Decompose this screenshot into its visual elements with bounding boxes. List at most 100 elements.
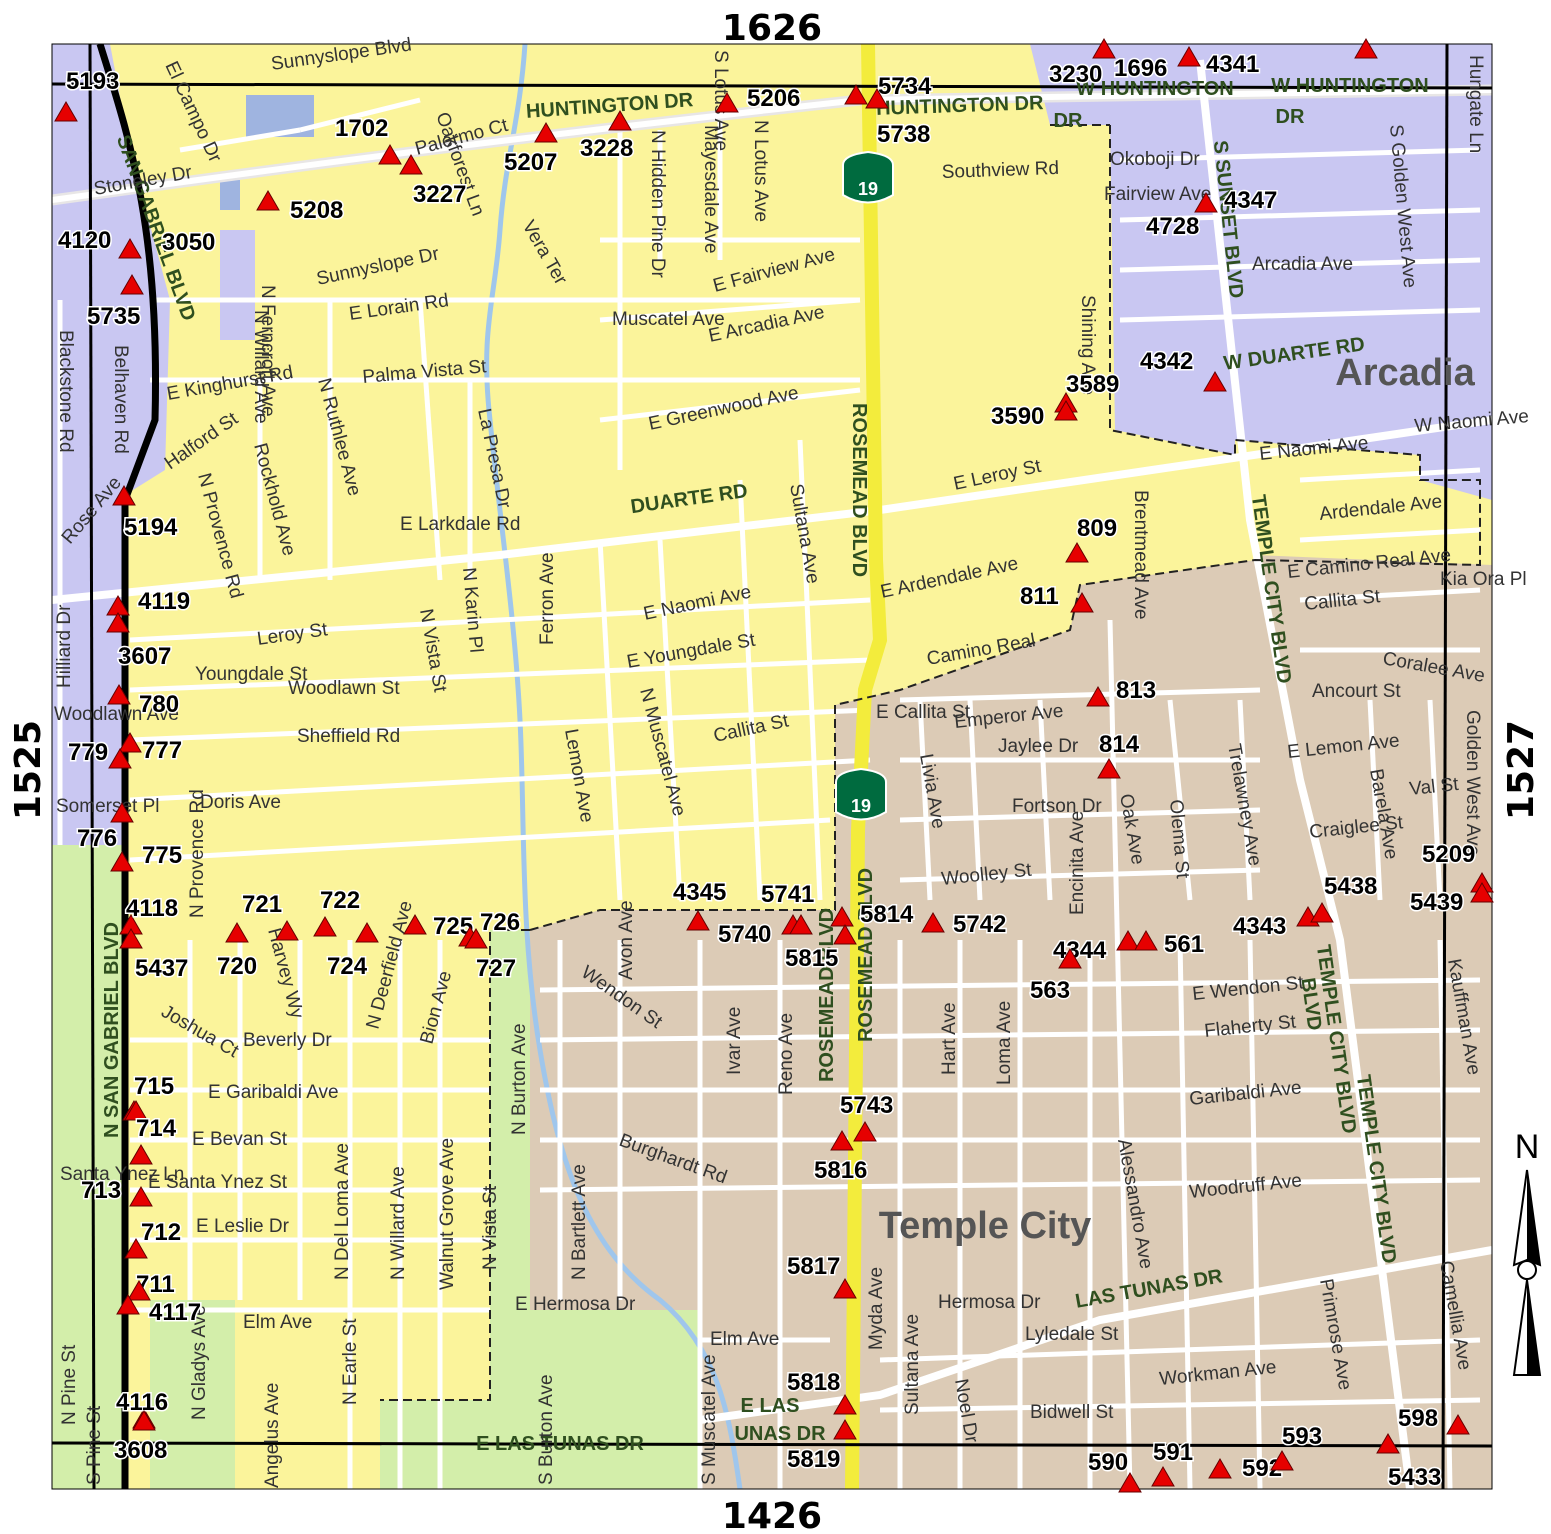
marker-label: 4117 (149, 1299, 201, 1326)
marker-triangle-icon[interactable] (256, 190, 280, 211)
marker-triangle-icon[interactable] (403, 914, 427, 935)
marker-triangle-icon[interactable] (110, 802, 134, 823)
street-label: Ferron Ave (537, 552, 558, 645)
street-label: Muscatel Ave (612, 309, 725, 330)
marker-triangle-icon[interactable] (129, 1144, 153, 1165)
map-border (51, 43, 1493, 1490)
marker-triangle-icon[interactable] (1092, 38, 1116, 59)
marker-triangle-icon[interactable] (54, 101, 78, 122)
marker-triangle-icon[interactable] (313, 916, 337, 937)
marker-triangle-icon[interactable] (112, 485, 136, 506)
street-label: N Hidden Pine Dr (647, 130, 668, 279)
street-label: N Lotus Ave (750, 120, 771, 222)
marker-triangle-icon[interactable] (853, 1121, 877, 1142)
marker-triangle-icon[interactable] (1310, 902, 1334, 923)
marker-label: 721 (242, 891, 282, 918)
marker-triangle-icon[interactable] (106, 612, 130, 633)
street-label: Encinita Ave (1067, 811, 1088, 915)
marker-label: 813 (1116, 677, 1156, 704)
marker-triangle-icon[interactable] (1134, 930, 1158, 951)
marker-label: 5817 (787, 1253, 840, 1280)
marker-triangle-icon[interactable] (108, 748, 132, 769)
marker-triangle-icon[interactable] (124, 1100, 148, 1121)
street-label: Brentmead Ave (1130, 490, 1151, 620)
marker-label: 5742 (953, 911, 1006, 938)
marker-triangle-icon[interactable] (275, 920, 299, 941)
marker-triangle-icon[interactable] (1203, 371, 1227, 392)
marker-triangle-icon[interactable] (119, 928, 143, 949)
street-label: E Callita St (876, 702, 971, 723)
marker-label: 5738 (877, 121, 930, 148)
marker-label: 4116 (116, 1389, 168, 1416)
marker-triangle-icon[interactable] (464, 928, 488, 949)
highway-shield-south: 19 (835, 767, 887, 821)
marker-triangle-icon[interactable] (833, 1419, 857, 1440)
marker-triangle-icon[interactable] (865, 88, 889, 109)
marker-triangle-icon[interactable] (1065, 542, 1089, 563)
marker-label: 5209 (1422, 841, 1475, 868)
marker-triangle-icon[interactable] (1086, 686, 1110, 707)
marker-triangle-icon[interactable] (399, 154, 423, 175)
rosemead-highway (845, 44, 888, 1489)
marker-triangle-icon[interactable] (1194, 192, 1218, 213)
marker-triangle-icon[interactable] (1208, 1458, 1232, 1479)
marker-label: 3607 (118, 643, 171, 670)
marker-triangle-icon[interactable] (118, 732, 142, 753)
marker-triangle-icon[interactable] (830, 906, 854, 927)
marker-triangle-icon[interactable] (833, 924, 857, 945)
marker-triangle-icon[interactable] (225, 922, 249, 943)
marker-label: 5194 (124, 514, 178, 541)
marker-triangle-icon[interactable] (1376, 1433, 1400, 1454)
marker-triangle-icon[interactable] (378, 144, 402, 165)
marker-triangle-icon[interactable] (833, 1278, 857, 1299)
marker-triangle-icon[interactable] (830, 1130, 854, 1151)
marker-triangle-icon[interactable] (534, 122, 558, 143)
marker-triangle-icon[interactable] (127, 1280, 151, 1301)
street-label: Ivar Ave (724, 1007, 745, 1075)
marker-triangle-icon[interactable] (1070, 592, 1094, 613)
marker-label: 590 (1088, 1449, 1128, 1476)
marker-triangle-icon[interactable] (1097, 758, 1121, 779)
marker-triangle-icon[interactable] (844, 84, 868, 105)
street-label: S Pine St (84, 1405, 105, 1485)
marker-label: 3589 (1066, 371, 1119, 398)
marker-triangle-icon[interactable] (833, 1394, 857, 1415)
marker-triangle-icon[interactable] (686, 910, 710, 931)
marker-triangle-icon[interactable] (118, 238, 142, 259)
marker-triangle-icon[interactable] (921, 912, 945, 933)
marker-label: 777 (142, 737, 182, 764)
marker-triangle-icon[interactable] (1151, 1466, 1175, 1487)
marker-triangle-icon[interactable] (129, 1186, 153, 1207)
street-label: Hermosa Dr (938, 1292, 1041, 1313)
marker-label: 4343 (1233, 913, 1286, 940)
marker-triangle-icon[interactable] (124, 1238, 148, 1259)
marker-triangle-icon[interactable] (1177, 46, 1201, 67)
major-roads (52, 44, 1492, 1489)
marker-triangle-icon[interactable] (1118, 1472, 1142, 1493)
marker-triangle-icon[interactable] (355, 922, 379, 943)
marker-triangle-icon[interactable] (1054, 400, 1078, 421)
marker-triangle-icon[interactable] (132, 1410, 156, 1431)
street-label: Val St (1408, 774, 1460, 800)
marker-triangle-icon[interactable] (1470, 882, 1494, 903)
marker-label: 3050 (162, 229, 215, 256)
street-label: E Hermosa Dr (515, 1294, 636, 1315)
marker-triangle-icon[interactable] (107, 684, 131, 705)
marker-label: 5193 (66, 68, 119, 95)
marker-label: 724 (327, 953, 368, 980)
marker-triangle-icon[interactable] (1354, 38, 1378, 59)
marker-triangle-icon[interactable] (1058, 948, 1082, 969)
marker-triangle-icon[interactable] (715, 92, 739, 113)
street-label: N Provence Rd (187, 789, 208, 918)
marker-label: 5818 (787, 1369, 840, 1396)
marker-triangle-icon[interactable] (1446, 1414, 1470, 1435)
marker-triangle-icon[interactable] (1270, 1450, 1294, 1471)
marker-triangle-icon[interactable] (110, 851, 134, 872)
marker-triangle-icon[interactable] (116, 1294, 140, 1315)
marker-triangle-icon[interactable] (789, 914, 813, 935)
marker-triangle-icon[interactable] (608, 110, 632, 131)
marker-triangle-icon[interactable] (120, 274, 144, 295)
marker-label: 4120 (58, 227, 111, 254)
street-label: Avon Ave (616, 900, 637, 980)
marker-triangle-icon[interactable] (1116, 930, 1140, 951)
